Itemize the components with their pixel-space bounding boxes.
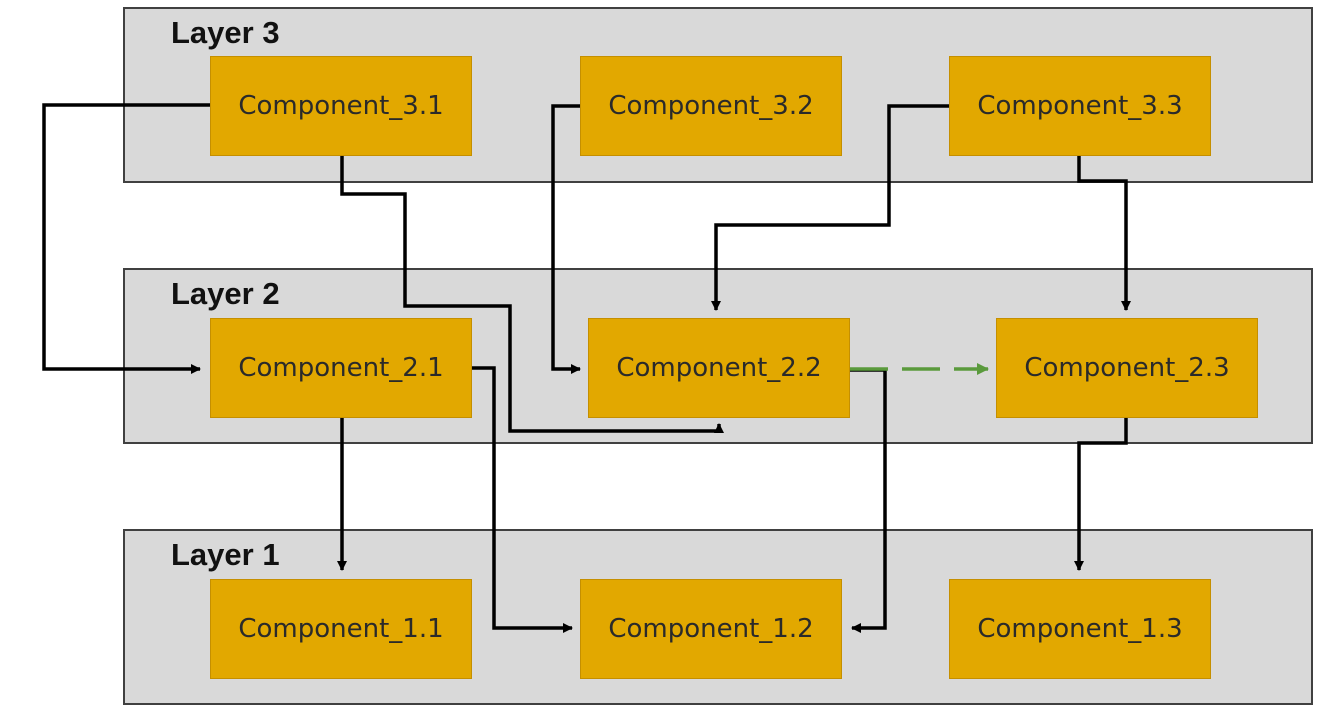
component-2-3: Component_2.3	[996, 318, 1258, 418]
layer-3-title: Layer 3	[171, 15, 280, 50]
component-3-3: Component_3.3	[949, 56, 1211, 156]
component-2-1: Component_2.1	[210, 318, 472, 418]
component-1-3: Component_1.3	[949, 579, 1211, 679]
component-3-1: Component_3.1	[210, 56, 472, 156]
component-3-2: Component_3.2	[580, 56, 842, 156]
component-2-2: Component_2.2	[588, 318, 850, 418]
component-1-2: Component_1.2	[580, 579, 842, 679]
layer-1-title: Layer 1	[171, 537, 280, 572]
component-1-1: Component_1.1	[210, 579, 472, 679]
layer-2-title: Layer 2	[171, 276, 280, 311]
